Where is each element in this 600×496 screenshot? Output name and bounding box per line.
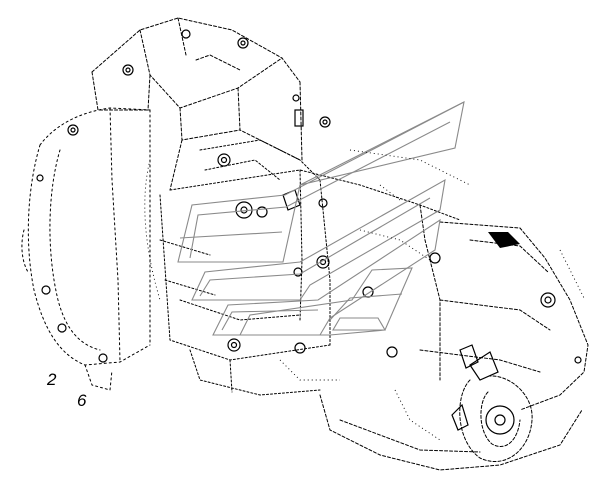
cover-bolts	[122, 29, 331, 167]
callout-label-6: 6	[77, 391, 87, 410]
plate-middle	[191, 178, 446, 301]
top-cover	[91, 17, 303, 191]
output-housing	[319, 204, 589, 471]
stipple-detail	[144, 149, 586, 441]
gasket-plates	[177, 100, 465, 336]
bell-housing	[21, 107, 151, 391]
body-details	[227, 189, 441, 358]
plate-lower	[212, 218, 441, 336]
plate-lower-inner	[221, 309, 319, 331]
plate-small	[239, 267, 413, 336]
housing-bolts	[36, 124, 108, 363]
plate-middle-inner	[199, 197, 431, 297]
output-details	[451, 232, 582, 435]
callout-label-2: 2	[47, 370, 57, 389]
plate-upper-mid	[179, 231, 283, 239]
plate-upper	[177, 100, 465, 263]
plate-small-inner	[329, 293, 403, 321]
main-body	[159, 139, 461, 396]
leader-line	[299, 101, 465, 186]
plate-upper-inner	[189, 121, 451, 259]
